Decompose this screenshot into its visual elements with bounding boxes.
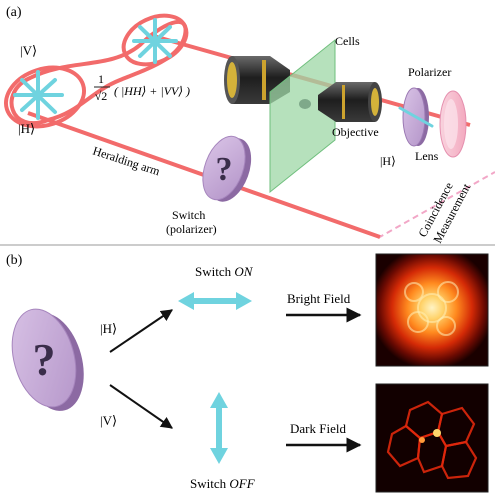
switch-off-label: Switch OFF [190, 476, 256, 491]
lens-label: Lens [415, 149, 439, 163]
entanglement-loop [9, 19, 188, 125]
polarization-star-right-icon [132, 18, 178, 64]
coincidence-dashed-line [377, 171, 495, 239]
loop-left-lobe [3, 65, 87, 129]
bright-field-label: Bright Field [287, 291, 351, 306]
polarization-star-left-icon [13, 70, 64, 120]
lens-icon [439, 90, 467, 158]
v-branch-arrow [109, 384, 173, 429]
ket-h-lens-label: |H⟩ [380, 154, 396, 168]
horizontal-polarization-icon [178, 292, 252, 310]
objective-lens-2-icon [318, 82, 382, 122]
switch-label: Switch [172, 208, 205, 222]
switch-polarizer-icon [202, 135, 252, 202]
ket-h-label: |H⟩ [18, 121, 35, 136]
objective-label: Objective [332, 125, 379, 139]
vertical-polarization-icon [210, 392, 228, 464]
cells-label: Cells [335, 34, 360, 48]
polarizer-icon [398, 87, 434, 147]
dark-field-image [375, 383, 489, 493]
ket-h-branch-label: |H⟩ [100, 321, 117, 336]
panel-b-label: (b) [6, 253, 23, 268]
h-branch-arrow [109, 309, 173, 353]
state-frac-den: √2 [95, 89, 108, 103]
switch-question-mark-b: ? [33, 334, 56, 385]
ket-v-branch-label: |V⟩ [100, 413, 117, 428]
switch-question-mark-a: ? [216, 151, 233, 188]
switch-sub-label: (polarizer) [166, 222, 217, 236]
state-expr: ( |HH⟩ + |VV⟩ ) [114, 84, 190, 98]
loop-right-lobe [121, 13, 189, 67]
dark-field-label: Dark Field [290, 421, 346, 436]
cells-slide [269, 38, 336, 194]
panel-a-label: (a) [6, 5, 22, 20]
ket-v-label: |V⟩ [20, 43, 37, 58]
polarizer-label: Polarizer [408, 65, 451, 79]
state-frac-num: 1 [98, 72, 104, 86]
switch-disk-b-icon [11, 308, 84, 411]
cell-sample-icon [299, 99, 311, 109]
switch-on-label: Switch ON [195, 264, 254, 279]
bright-field-image [375, 253, 489, 367]
